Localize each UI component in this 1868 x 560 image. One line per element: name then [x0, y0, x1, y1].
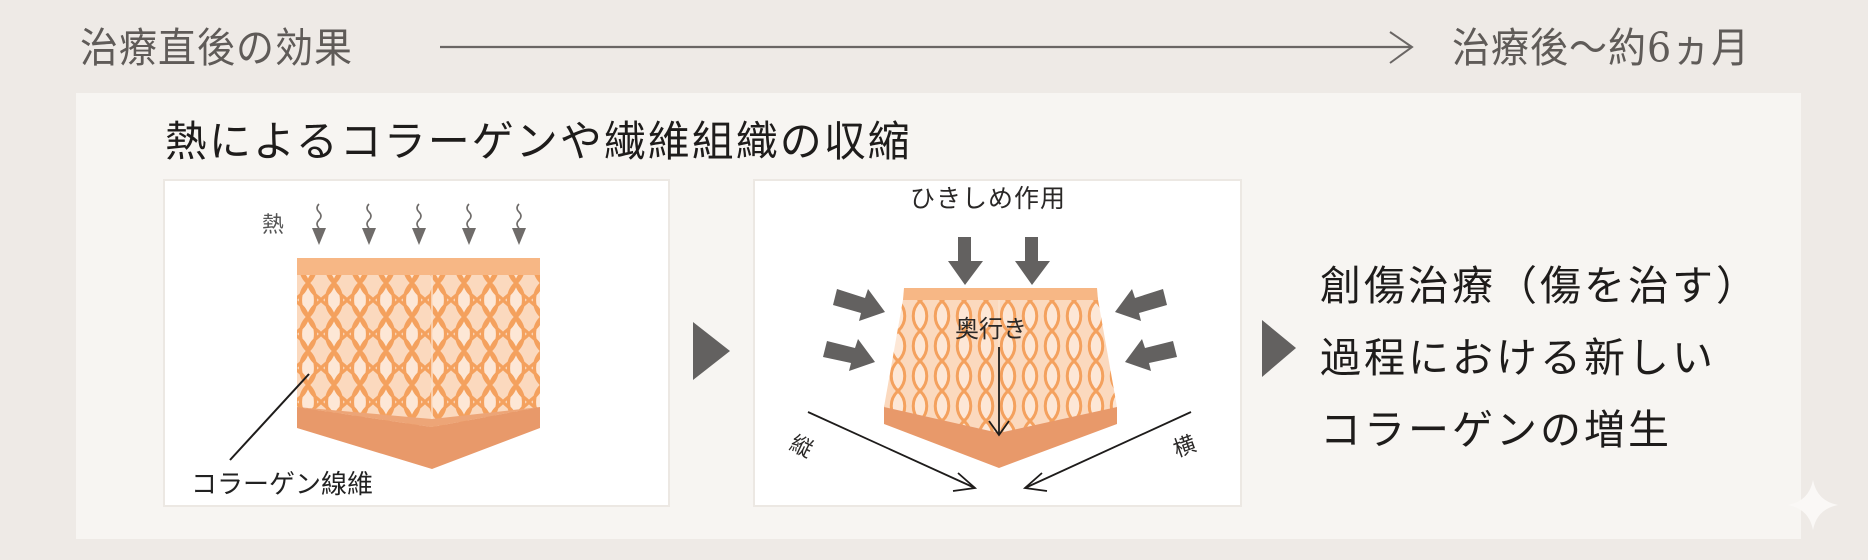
timeline-arrow-icon	[440, 31, 1414, 64]
card-tightening-effect: ひきしめ作用 奥行き 縦 横	[753, 179, 1242, 507]
result-line: コラーゲンの増生	[1320, 406, 1672, 454]
timeline-start-label: 治療直後の効果	[80, 24, 354, 72]
result-text: 創傷治療（傷を治す） 過程における新しい コラーゲンの増生	[1320, 250, 1760, 466]
contracted-cube-illustration	[807, 237, 1192, 492]
step-arrow-icon	[693, 322, 730, 380]
result-line: 創傷治療（傷を治す）	[1320, 262, 1760, 310]
panel-title: 熱によるコラーゲンや繊維組織の収縮	[165, 117, 912, 166]
timeline-end-label: 治療後～約6ヵ月	[1452, 24, 1751, 72]
card-heat-contraction: 熱 コラーゲン線維	[163, 179, 670, 507]
axis-arrow-icon	[807, 411, 1192, 492]
result-line: 過程における新しい	[1320, 334, 1716, 382]
heat-label: 熱	[262, 213, 285, 238]
tightening-label: ひきしめ作用	[910, 184, 1067, 213]
heat-arrow-icon	[312, 203, 526, 245]
compress-arrow-icon	[823, 237, 1177, 371]
callout-line	[229, 373, 310, 461]
depth-label: 奥行き	[955, 315, 1027, 343]
step-arrow-icon	[1262, 320, 1296, 377]
collagen-cube-illustration	[297, 258, 540, 469]
collagen-fiber-label: コラーゲン線維	[191, 470, 374, 500]
depth-arrow-icon	[988, 347, 1010, 437]
sparkle-icon	[1788, 480, 1838, 530]
